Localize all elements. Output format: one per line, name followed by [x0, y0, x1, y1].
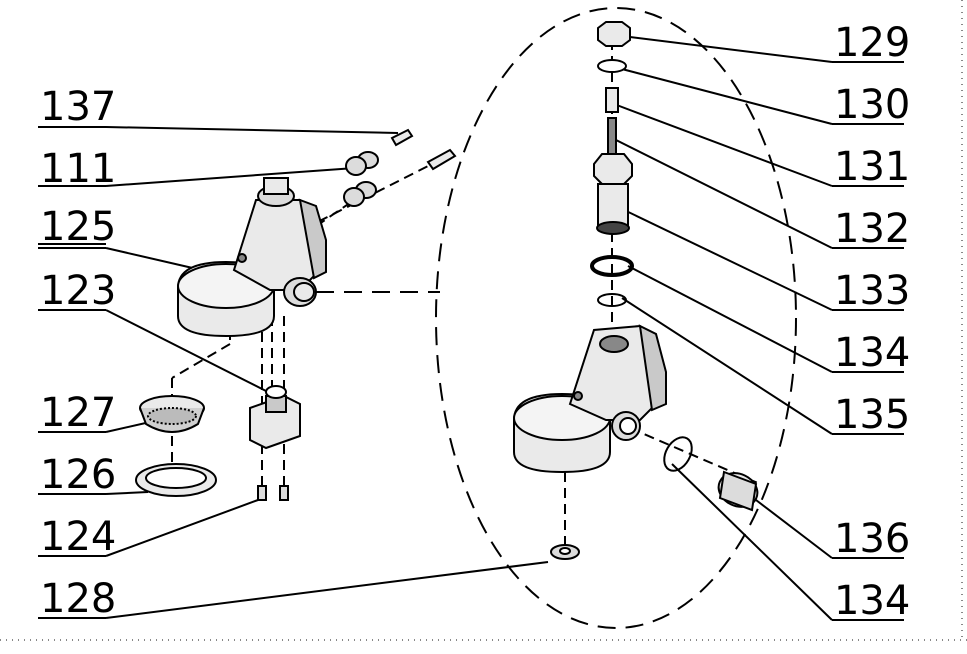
right-callouts	[611, 35, 904, 621]
detail-ellipse	[435, 7, 797, 629]
label-133: 133	[834, 268, 910, 314]
label-125: 125	[40, 204, 116, 250]
label-136: 136	[834, 516, 910, 562]
right-assembly	[513, 21, 761, 560]
group-head-125	[177, 177, 327, 338]
label-134-lower: 134	[834, 578, 910, 624]
label-126: 126	[40, 452, 116, 498]
oring-134-lower	[663, 436, 693, 472]
rod-132	[607, 117, 617, 155]
fitting-111	[343, 151, 379, 207]
washer-130	[597, 59, 627, 73]
solenoid-123	[249, 385, 301, 450]
label-130: 130	[834, 82, 910, 128]
pin-137	[390, 128, 457, 171]
pin-131	[605, 87, 619, 113]
plug-136	[717, 470, 759, 512]
label-111: 111	[40, 146, 116, 192]
label-137: 137	[40, 84, 116, 130]
label-134-upper: 134	[834, 330, 910, 376]
label-128: 128	[40, 576, 116, 622]
oring-134-upper	[590, 255, 634, 277]
cap-129	[597, 21, 631, 47]
left-callouts	[38, 126, 549, 619]
left-assembly	[135, 128, 457, 501]
label-132: 132	[834, 206, 910, 252]
right-label-texts: 129 130 131 132 133 134 135 136 134	[834, 20, 910, 624]
left-label-texts: 137 111 125 123 127 126 124 128	[40, 84, 116, 622]
oring-135	[597, 293, 627, 307]
screws-124	[257, 485, 289, 501]
label-123: 123	[40, 268, 116, 314]
filter-basket-127	[139, 395, 205, 433]
label-131: 131	[834, 144, 910, 190]
gasket-126	[135, 463, 217, 497]
label-135: 135	[834, 392, 910, 438]
group-head-detail	[513, 324, 667, 474]
valve-133	[593, 153, 633, 235]
label-129: 129	[834, 20, 910, 66]
screw-128	[550, 544, 580, 560]
label-127: 127	[40, 390, 116, 436]
label-124: 124	[40, 514, 116, 560]
